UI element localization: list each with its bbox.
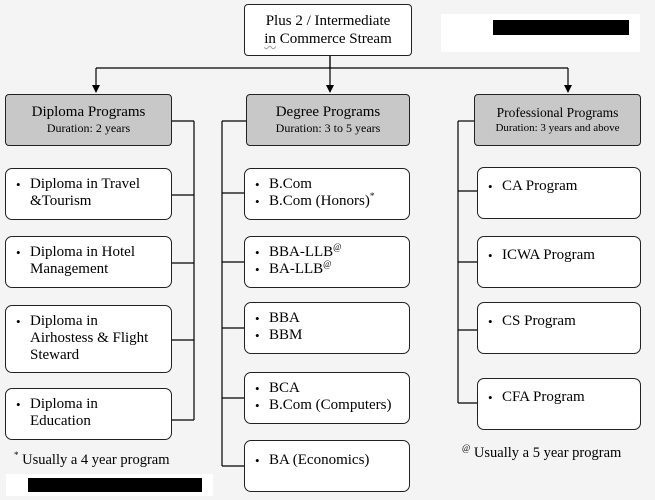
item-line: BCA: [269, 380, 300, 396]
degree-header: Degree Programs Duration: 3 to 5 years: [246, 94, 410, 146]
bullet: •: [255, 177, 260, 192]
degree-item-5: • BA (Economics): [244, 440, 410, 492]
diploma-duration: Duration: 2 years: [46, 121, 131, 135]
item-line: B.Com (Computers): [269, 397, 392, 413]
bullet: •: [16, 245, 21, 260]
root-line-2-in: in: [264, 31, 276, 47]
diploma-header: Diploma Programs Duration: 2 years: [5, 94, 172, 146]
bullet: •: [255, 453, 260, 468]
item-line: Diploma in: [30, 313, 98, 329]
bullet: •: [488, 390, 493, 405]
item-line: BBA-LLB: [269, 244, 334, 260]
item-line: Airhostess & Flight: [30, 330, 149, 346]
item-line: Education: [30, 413, 91, 429]
footnote-mark: @: [323, 259, 332, 269]
item-line: CS Program: [502, 313, 576, 329]
footnote-mark: @: [333, 242, 342, 252]
item-line: BBA: [269, 310, 300, 326]
professional-item-2: • ICWA Program: [477, 236, 641, 288]
diploma-title: Diploma Programs: [31, 104, 146, 120]
footnote-star-mark: *: [14, 450, 19, 461]
item-line: CA Program: [502, 178, 578, 194]
redaction-bottom-left: [28, 478, 202, 492]
root-line-2: in Commerce Stream: [264, 30, 391, 48]
bullet: •: [488, 248, 493, 263]
root-line-2-rest: Commerce Stream: [275, 31, 392, 47]
bullet: •: [255, 328, 260, 343]
footnote-star-text: Usually a 4 year program: [18, 452, 170, 468]
item-line: ICWA Program: [502, 247, 595, 263]
footnote-at-text: Usually a 5 year program: [470, 445, 622, 461]
root-box: Plus 2 / Intermediate in Commerce Stream: [244, 4, 412, 56]
professional-item-4: • CFA Program: [477, 378, 641, 430]
item-line: Management: [30, 261, 109, 277]
bullet: •: [255, 262, 260, 277]
professional-item-3: • CS Program: [477, 302, 641, 354]
bullet: •: [488, 314, 493, 329]
professional-item-1: • CA Program: [477, 167, 641, 219]
item-line: Steward: [30, 347, 80, 363]
redaction-top-right: [493, 20, 629, 35]
professional-header: Professional Programs Duration: 3 years …: [474, 94, 641, 146]
bullet: •: [255, 398, 260, 413]
footnote-mark: *: [369, 191, 375, 201]
item-line: Diploma in: [30, 396, 98, 412]
bullet: •: [255, 311, 260, 326]
degree-duration: Duration: 3 to 5 years: [275, 121, 381, 135]
bullet: •: [16, 397, 21, 412]
item-line: BA (Economics): [269, 452, 370, 468]
item-line: Diploma in Hotel: [30, 244, 135, 260]
degree-item-4: • BCA • B.Com (Computers): [244, 372, 410, 424]
bullet: •: [255, 194, 260, 209]
degree-item-1: • B.Com • B.Com (Honors)*: [244, 168, 410, 220]
footnote-at: @ Usually a 5 year program: [462, 444, 621, 462]
item-line: B.Com: [269, 176, 312, 192]
degree-item-3: • BBA • BBM: [244, 302, 410, 354]
professional-duration: Duration: 3 years and above: [495, 122, 620, 134]
degree-item-2: •BBA-LLB@ •BA-LLB@: [244, 236, 410, 288]
bullet: •: [255, 245, 260, 260]
footnote-star: * Usually a 4 year program: [14, 451, 170, 469]
professional-title: Professional Programs: [496, 105, 619, 120]
bullet: •: [16, 177, 21, 192]
footnote-at-mark: @: [462, 443, 471, 454]
item-line: BA-LLB: [269, 261, 324, 277]
root-line-1: Plus 2 / Intermediate: [265, 13, 391, 29]
item-line: CFA Program: [502, 389, 585, 405]
diploma-item-1: • Diploma in Travel&Tourism: [5, 168, 172, 220]
degree-title: Degree Programs: [275, 104, 381, 120]
bullet: •: [488, 179, 493, 194]
bullet: •: [255, 381, 260, 396]
item-line: B.Com (Honors): [269, 193, 370, 209]
item-line: Diploma in Travel: [30, 176, 141, 192]
item-line: &Tourism: [30, 193, 92, 209]
bullet: •: [16, 314, 21, 329]
item-line: BBM: [269, 327, 303, 343]
